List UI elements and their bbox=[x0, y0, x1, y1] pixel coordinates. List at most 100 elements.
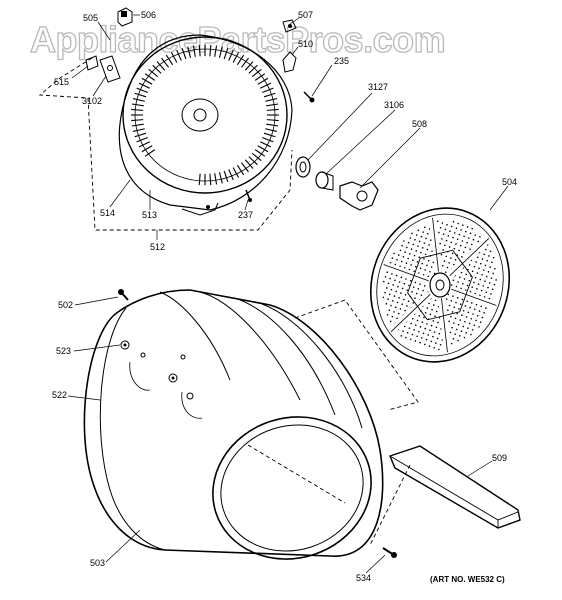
perforation-hole bbox=[491, 288, 494, 291]
perforation-hole bbox=[438, 231, 440, 234]
perforation-hole bbox=[452, 236, 454, 239]
perforation-hole bbox=[428, 345, 431, 347]
perforation-hole bbox=[412, 302, 415, 304]
perforation-hole bbox=[444, 244, 446, 247]
perforation-hole bbox=[462, 325, 465, 328]
perforation-hole bbox=[409, 237, 412, 239]
perforation-hole bbox=[389, 320, 392, 323]
perforation-hole bbox=[456, 238, 459, 241]
perforation-hole bbox=[455, 301, 457, 304]
perforation-hole bbox=[428, 244, 430, 246]
perforation-hole bbox=[483, 253, 485, 256]
perforation-hole bbox=[478, 326, 480, 328]
perforation-hole bbox=[407, 257, 409, 260]
perforation-hole bbox=[461, 240, 464, 242]
perforation-hole bbox=[400, 292, 402, 294]
perforation-hole bbox=[413, 254, 416, 257]
perforation-hole bbox=[442, 233, 445, 235]
perforation-hole bbox=[448, 304, 451, 307]
coil-turn bbox=[257, 145, 269, 153]
perforation-hole bbox=[439, 226, 442, 229]
perforations bbox=[382, 220, 497, 351]
perforation-hole bbox=[484, 264, 487, 267]
perforation-hole bbox=[392, 284, 394, 286]
coil-turn bbox=[228, 49, 234, 61]
perforation-hole bbox=[467, 311, 470, 314]
perforation-hole bbox=[410, 322, 412, 325]
perforation-hole bbox=[457, 222, 459, 225]
coil-turn bbox=[236, 54, 245, 66]
perforation-hole bbox=[448, 320, 450, 323]
callout-513: 513 bbox=[142, 210, 157, 220]
coil-turn bbox=[244, 159, 254, 169]
coil-turn bbox=[265, 128, 278, 132]
perforation-hole bbox=[479, 262, 482, 265]
perforation-hole bbox=[429, 313, 432, 316]
perforation-hole bbox=[389, 277, 391, 280]
callout-503: 503 bbox=[90, 558, 105, 568]
perforation-hole bbox=[406, 289, 409, 291]
perforation-hole bbox=[493, 283, 496, 286]
coil-turn bbox=[254, 149, 266, 157]
perforation-hole bbox=[443, 260, 446, 262]
perforation-hole bbox=[394, 306, 397, 309]
coil-turn bbox=[241, 57, 249, 68]
perforation-hole bbox=[393, 295, 396, 297]
callout-235: 235 bbox=[334, 56, 349, 66]
coil-turn bbox=[138, 141, 150, 148]
perforation-hole bbox=[405, 262, 408, 265]
perforation-hole bbox=[396, 317, 398, 320]
callout-3106: 3106 bbox=[384, 100, 404, 110]
perforation-hole bbox=[415, 250, 418, 252]
perforation-hole bbox=[426, 323, 428, 325]
coil-turn bbox=[263, 92, 276, 98]
perforation-hole bbox=[438, 348, 440, 351]
perforation-hole bbox=[453, 306, 456, 309]
perforation-hole bbox=[436, 220, 439, 223]
callout-522: 522 bbox=[52, 390, 67, 400]
perforation-hole bbox=[465, 316, 468, 318]
perforation-hole bbox=[482, 269, 485, 271]
perforation-hole bbox=[441, 222, 444, 224]
perforation-hole bbox=[465, 230, 467, 233]
perforation-hole bbox=[427, 334, 429, 336]
perforation-hole bbox=[405, 278, 407, 280]
perforation-hole bbox=[473, 308, 476, 311]
coil-turn bbox=[209, 173, 212, 186]
perforation-hole bbox=[403, 298, 405, 301]
perforation-hole bbox=[399, 308, 402, 310]
screw-534 bbox=[382, 547, 397, 558]
perforation-hole bbox=[386, 271, 389, 273]
perforation-hole bbox=[401, 244, 403, 247]
perforation-hole bbox=[412, 259, 414, 262]
perforation-hole bbox=[414, 238, 416, 241]
perforation-hole bbox=[463, 235, 465, 238]
coil-turn bbox=[132, 128, 145, 132]
perforation-hole bbox=[432, 320, 435, 322]
perforation-hole bbox=[429, 270, 431, 273]
perforation-hole bbox=[418, 256, 421, 259]
perforation-hole bbox=[426, 232, 429, 235]
perforation-hole bbox=[452, 220, 455, 223]
perforation-hole bbox=[415, 292, 418, 295]
perforation-hole bbox=[465, 273, 468, 276]
perforation-hole bbox=[476, 288, 478, 290]
perforation-hole bbox=[477, 240, 480, 243]
perforation-hole bbox=[446, 266, 449, 269]
coil-turn bbox=[209, 44, 212, 57]
perforation-hole bbox=[487, 286, 489, 289]
perforation-hole bbox=[474, 234, 477, 236]
perforation-hole bbox=[457, 323, 460, 326]
perforation-hole bbox=[427, 259, 430, 262]
perforation-hole bbox=[479, 278, 482, 281]
screw-502 bbox=[118, 289, 129, 301]
perforation-hole bbox=[468, 237, 470, 239]
callout-505: 505 bbox=[83, 13, 98, 23]
coil-turn bbox=[134, 92, 147, 98]
perforation-hole bbox=[484, 280, 486, 282]
perforation-hole bbox=[476, 272, 479, 274]
perforation-hole bbox=[469, 306, 471, 309]
bearing-3127 bbox=[295, 156, 311, 178]
perforation-hole bbox=[408, 327, 411, 329]
perforation-hole bbox=[461, 298, 464, 301]
